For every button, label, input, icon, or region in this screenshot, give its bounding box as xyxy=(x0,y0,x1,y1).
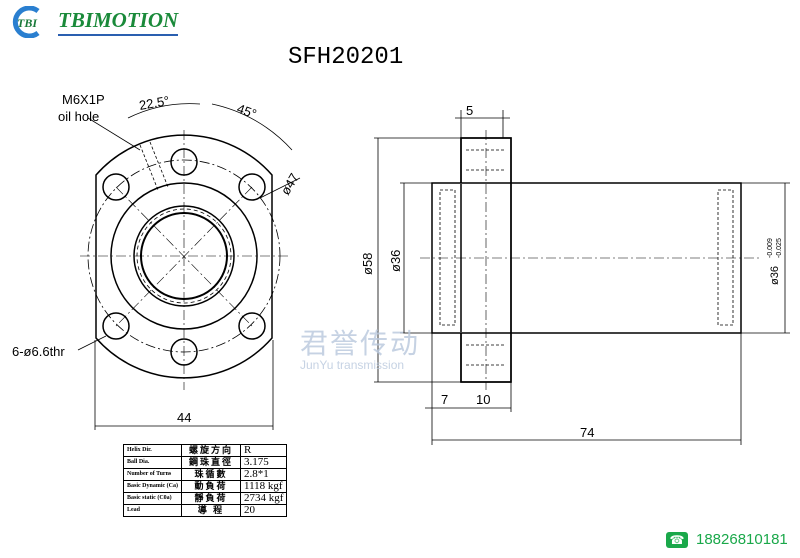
spec_table-3-en: Basic Dynamic (Ca) xyxy=(123,480,182,493)
spec_table-0-en: Helix Dir. xyxy=(123,444,182,457)
spec_table-5-en: Lead xyxy=(123,504,182,517)
angle-45-label: 45° xyxy=(235,101,259,122)
drawing-title: SFH20201 xyxy=(288,44,404,71)
tbi-logo-icon: TBI xyxy=(12,6,40,38)
spec_table-1-value: 3.175 xyxy=(239,456,288,469)
phone-icon: ☎ xyxy=(666,531,688,548)
spec_table-3-cn: 動負荷 xyxy=(181,480,241,493)
oil-hole-label: oil hole xyxy=(58,109,99,124)
oil-hole-thread-label: M6X1P xyxy=(62,92,105,107)
pcd-label: ø47 xyxy=(278,171,302,198)
phone-number: 18826810181 xyxy=(696,531,788,548)
spec_table-5-value: 20 xyxy=(239,504,288,517)
spec_table-5-cn: 導 程 xyxy=(181,504,241,517)
spec_table-2-value: 2.8*1 xyxy=(239,468,288,481)
spec_table-4-en: Basic static (C0a) xyxy=(123,492,182,505)
width-dim-label: 44 xyxy=(177,410,191,425)
spec_table-3-value: 1118 kgf xyxy=(239,480,288,493)
spec_table-0-cn: 螺旋方向 xyxy=(181,444,241,457)
dim-7-label: 7 xyxy=(441,392,448,407)
body-dia-left-label: ø36 xyxy=(388,250,403,272)
watermark-en: JunYu transmission xyxy=(300,358,405,372)
dim-10-label: 10 xyxy=(476,392,490,407)
spec_table-4-value: 2734 kgf xyxy=(239,492,288,505)
tolerance-upper: -0.009 xyxy=(767,238,774,258)
spec_table-2-en: Number of Turns xyxy=(123,468,182,481)
flange-thickness-label: 5 xyxy=(466,103,473,118)
front-view xyxy=(77,103,301,430)
angle-22-5-label: 22.5° xyxy=(138,93,171,113)
spec_table-0-value: R xyxy=(239,444,288,457)
side-view xyxy=(374,110,790,445)
brand-name: TBIMOTION xyxy=(58,8,179,36)
spec_table-2-cn: 珠循數 xyxy=(181,468,241,481)
spec_table-4-cn: 靜負荷 xyxy=(181,492,241,505)
watermark: 君誉传动 JunYu transmission xyxy=(300,322,420,372)
bolt-holes-label: 6-ø6.6thr xyxy=(12,344,65,359)
spec_table-1-cn: 鋼珠直徑 xyxy=(181,456,241,469)
tolerance-lower: -0.025 xyxy=(776,238,783,258)
logo-text: TBI xyxy=(17,16,38,30)
contact-phone: ☎ 18826810181 xyxy=(666,531,788,548)
length-dim-label: 74 xyxy=(580,425,594,440)
watermark-cn: 君誉传动 xyxy=(300,328,421,359)
spec_table-1-en: Ball Dia. xyxy=(123,456,182,469)
body-dia-right-label: ø36 xyxy=(769,266,781,285)
flange-dia-label: ø58 xyxy=(360,253,375,275)
